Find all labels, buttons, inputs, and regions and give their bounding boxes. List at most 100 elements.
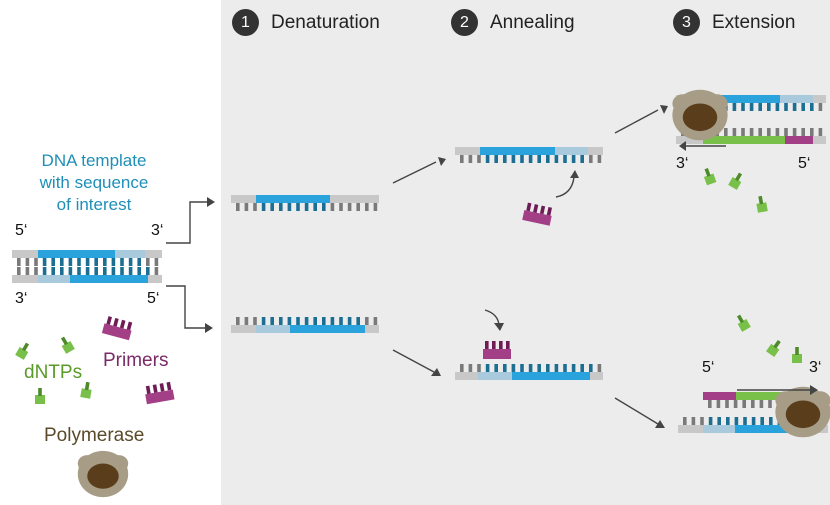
nucleotide-tooth bbox=[365, 203, 369, 211]
step-label: Denaturation bbox=[271, 11, 380, 33]
nucleotide-tooth bbox=[103, 258, 107, 266]
nucleotide-tooth bbox=[373, 317, 378, 325]
nucleotide-tooth bbox=[365, 317, 369, 325]
primer-tooth bbox=[159, 383, 165, 392]
process-arrow bbox=[392, 157, 446, 184]
legend-polymerase bbox=[77, 450, 129, 498]
primer-tooth bbox=[145, 385, 151, 395]
nucleotide-tooth bbox=[742, 400, 746, 408]
primer-tooth bbox=[492, 341, 496, 349]
polymerase-core bbox=[87, 463, 119, 489]
annealing-primer bbox=[483, 341, 511, 359]
strand-segment bbox=[555, 147, 588, 155]
primer-tooth bbox=[499, 341, 503, 349]
step-annealing: 2 Annealing bbox=[451, 9, 575, 36]
nucleotide-tooth bbox=[528, 364, 533, 372]
nucleotide-tooth bbox=[304, 317, 309, 325]
nucleotide-tooth bbox=[111, 258, 116, 266]
nucleotide-tooth bbox=[716, 400, 721, 408]
nucleotide-tooth bbox=[261, 203, 266, 211]
dntp-base bbox=[795, 347, 799, 355]
legend-dntp bbox=[15, 342, 30, 360]
primers-label: Primers bbox=[103, 350, 169, 371]
nucleotide-tooth bbox=[356, 317, 360, 325]
five-prime-end-label: 5‘ bbox=[15, 222, 28, 239]
arrow-line bbox=[392, 349, 435, 373]
nucleotide-tooth bbox=[537, 155, 541, 163]
arrow-line bbox=[555, 176, 575, 198]
nucleotide-tooth bbox=[546, 155, 550, 163]
nucleotide-tooth bbox=[725, 400, 729, 408]
dntp-base bbox=[84, 381, 90, 391]
strand-segment bbox=[70, 275, 148, 283]
nucleotide-tooth bbox=[146, 267, 150, 275]
denatured-strand-top bbox=[231, 195, 379, 211]
nucleotide-tooth bbox=[589, 364, 593, 372]
dna-template-label: DNA template with sequence of interest bbox=[14, 150, 174, 216]
polymerase-core bbox=[682, 103, 718, 132]
nucleotide-tooth bbox=[589, 155, 593, 163]
nucleotide-tooth bbox=[296, 317, 300, 325]
primer-body bbox=[145, 389, 175, 405]
nucleotide-tooth bbox=[236, 203, 240, 211]
nucleotide-tooth bbox=[494, 364, 498, 372]
arrow-head bbox=[570, 170, 579, 178]
nucleotide-tooth bbox=[128, 267, 133, 275]
nucleotide-tooth bbox=[769, 417, 773, 425]
primer-tooth bbox=[126, 321, 133, 331]
polymerase-label: Polymerase bbox=[44, 425, 145, 446]
arrow-head bbox=[655, 420, 665, 428]
three-prime-end-label: 3‘ bbox=[676, 155, 689, 172]
dntp-body bbox=[792, 354, 802, 363]
bracket-arrow-upper bbox=[166, 197, 215, 244]
dna-template-label-line: DNA template bbox=[41, 151, 147, 170]
strand-segment bbox=[785, 136, 813, 144]
nucleotide-tooth bbox=[94, 267, 98, 275]
nucleotide-tooth bbox=[51, 267, 55, 275]
nucleotide-tooth bbox=[60, 258, 64, 266]
nucleotide-tooth bbox=[741, 128, 745, 136]
strand-segment bbox=[38, 275, 70, 283]
nucleotide-tooth bbox=[700, 417, 704, 425]
nucleotide-tooth bbox=[313, 317, 317, 325]
nucleotide-tooth bbox=[468, 155, 473, 163]
nucleotide-tooth bbox=[784, 103, 788, 111]
five-prime-end-label: 5‘ bbox=[702, 359, 715, 376]
primer-body bbox=[522, 210, 552, 226]
nucleotide-tooth bbox=[137, 258, 141, 266]
synthesis-direction-arrow bbox=[679, 141, 726, 151]
nucleotide-tooth bbox=[734, 417, 739, 425]
nucleotide-tooth bbox=[261, 317, 266, 325]
nucleotide-tooth bbox=[85, 267, 90, 275]
strand-segment bbox=[115, 250, 145, 258]
nucleotide-tooth bbox=[597, 364, 602, 372]
synthesis-direction-arrow bbox=[737, 385, 818, 395]
nucleotide-tooth bbox=[34, 267, 38, 275]
nucleotide-tooth bbox=[792, 103, 797, 111]
nucleotide-tooth bbox=[571, 364, 576, 372]
three-prime-end-label: 3‘ bbox=[151, 222, 164, 239]
nucleotide-tooth bbox=[339, 203, 343, 211]
nucleotide-tooth bbox=[60, 267, 64, 275]
legend-dntp bbox=[80, 381, 92, 399]
nucleotide-tooth bbox=[801, 103, 805, 111]
nucleotide-tooth bbox=[85, 258, 90, 266]
nucleotide-tooth bbox=[68, 267, 73, 275]
legend-dntp bbox=[35, 388, 45, 404]
legend-primer bbox=[101, 316, 133, 341]
strand-segment bbox=[256, 195, 330, 203]
nucleotide-tooth bbox=[253, 317, 257, 325]
nucleotide-tooth bbox=[236, 317, 240, 325]
nucleotide-tooth bbox=[760, 417, 764, 425]
dna-template-label-line: of interest bbox=[56, 195, 132, 214]
nucleotide-tooth bbox=[154, 258, 159, 266]
step-number-badge: 1 bbox=[232, 9, 259, 36]
dntp-base bbox=[60, 336, 69, 346]
denatured-strand-bottom bbox=[231, 317, 379, 333]
nucleotide-tooth bbox=[503, 155, 507, 163]
nucleotide-tooth bbox=[270, 317, 274, 325]
arrow-head bbox=[679, 141, 686, 151]
nucleotide-tooth bbox=[571, 155, 576, 163]
dntp-base bbox=[773, 339, 781, 349]
annealing-curve-arrow bbox=[484, 309, 504, 331]
